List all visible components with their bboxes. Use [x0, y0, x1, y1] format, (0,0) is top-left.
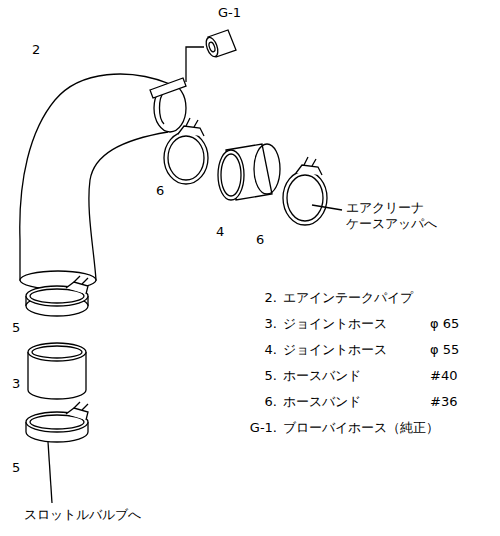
parts-list-name: エアインテークパイプ [283, 290, 413, 306]
parts-list-number: G-1. [250, 420, 277, 436]
parts-list-number: 5. [265, 368, 277, 384]
parts-list-size: #40 [430, 368, 457, 384]
parts-list-number: 3. [265, 316, 277, 332]
parts-list-name: ホースバンド [283, 368, 361, 384]
parts-list-name: ホースバンド [283, 394, 361, 410]
parts-list-name: ブローバイホース（純正） [283, 420, 439, 436]
destination-note: スロットルバルブへ [24, 507, 141, 523]
callout-number: 5 [12, 460, 20, 476]
leader-line [48, 442, 52, 503]
callout-number: 2 [32, 42, 40, 58]
leader-line [186, 47, 204, 82]
parts-list-number: 6. [265, 394, 277, 410]
callout-number: G-1 [218, 5, 241, 21]
parts-list-name: ジョイントホース [283, 316, 387, 332]
destination-note: エアクリーナ ケースアッパへ [346, 200, 446, 233]
parts-list-size: φ 65 [430, 316, 459, 332]
blowby-hose [204, 30, 236, 58]
hose-band [283, 157, 327, 225]
intake-pipe [20, 74, 186, 289]
joint-hose [28, 343, 86, 399]
hose-band [26, 402, 88, 442]
parts-list-size: φ 55 [430, 342, 459, 358]
parts-list-name: ジョイントホース [283, 342, 387, 358]
callout-number: 6 [156, 183, 164, 199]
parts-list-number: 4. [265, 342, 277, 358]
hose-band [164, 118, 208, 184]
callout-number: 5 [12, 320, 20, 336]
callout-number: 3 [12, 376, 20, 392]
parts-list-size: #36 [430, 394, 457, 410]
leader-line [312, 205, 342, 210]
callout-number: 4 [216, 224, 224, 240]
joint-hose [218, 144, 280, 200]
hose-band [26, 276, 88, 316]
callout-number: 6 [256, 232, 264, 248]
parts-list-number: 2. [265, 290, 277, 306]
